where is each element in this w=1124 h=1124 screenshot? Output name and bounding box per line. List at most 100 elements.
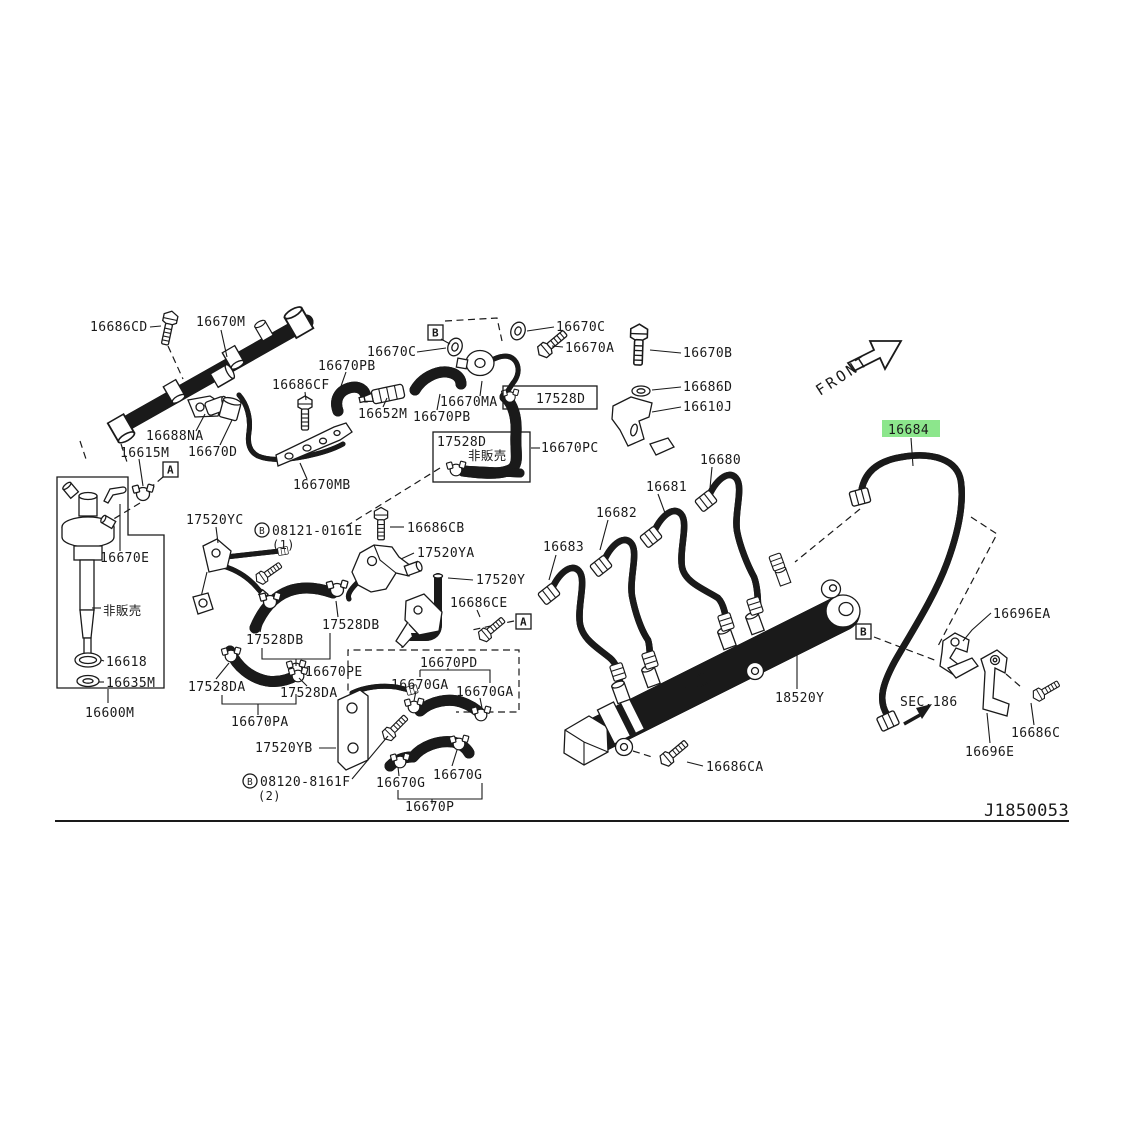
label-17520ya: 17520YA [417, 546, 475, 561]
label-16686ca: 16686CA [706, 760, 764, 775]
label-17528db-right: 17528DB [322, 618, 380, 633]
label-16670c-left: 16670C [367, 345, 416, 360]
label-16670ga-right: 16670GA [456, 685, 514, 700]
label-17528da-left: 17528DA [188, 680, 246, 695]
clip-16670E [103, 486, 127, 504]
bolt-16686CB [373, 506, 389, 541]
label-16684-highlighted: 16684 [888, 423, 929, 438]
bolt-08120-8161F [379, 712, 411, 744]
callout-box-a1: A [162, 461, 179, 478]
fuel-rail-18520Y [563, 565, 861, 766]
label-16670pb-top: 16670PB [318, 359, 376, 374]
label-16670ga-left: 16670GA [391, 678, 449, 693]
label-16615m: 16615M [120, 446, 169, 461]
label-17528d-note: 17528D [437, 435, 486, 450]
o-ring-16618 [74, 652, 102, 668]
svg-text:B: B [259, 526, 265, 537]
bracket-16670MB [275, 422, 353, 467]
bracket-16696E [980, 649, 1010, 717]
label-16696e: 16696E [965, 745, 1014, 760]
clamp-note-box-1 [502, 385, 598, 410]
label-16635m: 16635M [106, 676, 155, 691]
label-16618: 16618 [106, 655, 147, 670]
label-16683: 16683 [543, 540, 584, 555]
label-16670e: 16670E [100, 551, 149, 566]
front-arrow-icon [846, 340, 903, 373]
label-17520yb: 17520YB [255, 741, 313, 756]
bolt-17520YC [252, 559, 285, 587]
label-17520yc: 17520YC [186, 513, 244, 528]
label-not-sold-mid: 非販売 [468, 448, 507, 463]
tube-assembly-17520YA [351, 544, 423, 593]
label-front: FRONT [812, 351, 872, 399]
label-bolt-spec-2-qty: (2) [258, 789, 281, 803]
label-16670pa: 16670PA [231, 715, 289, 730]
bolt-16670B [628, 323, 649, 367]
label-17528db-left: 17528DB [246, 633, 304, 648]
label-16670b: 16670B [683, 346, 732, 361]
label-16696ea: 16696EA [993, 607, 1051, 622]
callout-box-b1: B [427, 324, 444, 341]
svg-text:B: B [247, 777, 253, 788]
label-16686cb: 16686CB [407, 521, 465, 536]
label-bolt-spec-1: 08121-0161E [272, 524, 363, 539]
label-16686cd: 16686CD [90, 320, 148, 335]
label-16670d: 16670D [188, 445, 237, 460]
tube-bracket-17520Y [395, 573, 444, 648]
label-17528d-boxed: 17528D [536, 392, 585, 407]
bolt-16686CE [475, 614, 508, 645]
callout-box-b2: B [855, 623, 872, 640]
label-16670pd: 16670PD [420, 656, 478, 671]
label-16600m: 16600M [85, 706, 134, 721]
bracket-16696EA [939, 632, 979, 679]
label-16670ma: 16670MA [440, 395, 498, 410]
dashed-reference-lines [79, 317, 1022, 758]
clamp-16615M [131, 483, 155, 502]
leader-lines [92, 325, 1035, 780]
label-16686d: 16686D [683, 380, 732, 395]
label-bolt-spec-2: 08120-8161F [260, 775, 351, 790]
label-16670pe: 16670PE [305, 665, 363, 680]
label-16682: 16682 [596, 506, 637, 521]
label-16670pc: 16670PC [541, 441, 599, 456]
label-16686c: 16686C [1011, 726, 1060, 741]
washer-16635M [76, 674, 100, 688]
bolt-16686CD [157, 309, 180, 347]
label-16686cf: 16686CF [272, 378, 330, 393]
label-drawing-number: J1850053 [984, 801, 1069, 821]
label-16670pb-bottom: 16670PB [413, 410, 471, 425]
clamp-note-box-2 [432, 431, 531, 483]
washer-16686D [631, 385, 651, 397]
label-16652m: 16652M [358, 407, 407, 422]
label-16681: 16681 [646, 480, 687, 495]
svg-text:A: A [520, 616, 527, 629]
damper-16652M [358, 383, 406, 405]
grommet-16670C-left [444, 335, 466, 359]
injector-assembly-16600M [61, 481, 127, 663]
callout-box-a2: A [515, 613, 532, 630]
label-16688na: 16688NA [146, 429, 204, 444]
label-16610j: 16610J [683, 400, 732, 415]
circled-b-prefix-2: B [242, 773, 258, 789]
svg-text:B: B [860, 626, 867, 639]
label-16670mb: 16670MB [293, 478, 351, 493]
label-not-sold-left: 非販売 [103, 603, 142, 618]
svg-text:B: B [432, 327, 439, 340]
label-17528da-right: 17528DA [280, 686, 338, 701]
svg-text:A: A [167, 464, 174, 477]
label-sec-186: SEC.186 [900, 695, 958, 710]
damper-16670MA [455, 349, 495, 377]
label-16670p: 16670P [405, 800, 454, 815]
label-16670g-left: 16670G [376, 776, 425, 791]
label-16670m: 16670M [196, 315, 245, 330]
label-17520y: 17520Y [476, 573, 525, 588]
clip-16610J [611, 396, 675, 456]
highlight-marker [882, 420, 940, 437]
circled-b-prefix-1: B [254, 522, 270, 538]
grouping-brackets [107, 633, 491, 804]
label-16686ce: 16686CE [450, 596, 508, 611]
label-18520y: 18520Y [775, 691, 824, 706]
banjo-fitting-16670D [218, 396, 242, 422]
bolt-16686CA [656, 737, 692, 770]
